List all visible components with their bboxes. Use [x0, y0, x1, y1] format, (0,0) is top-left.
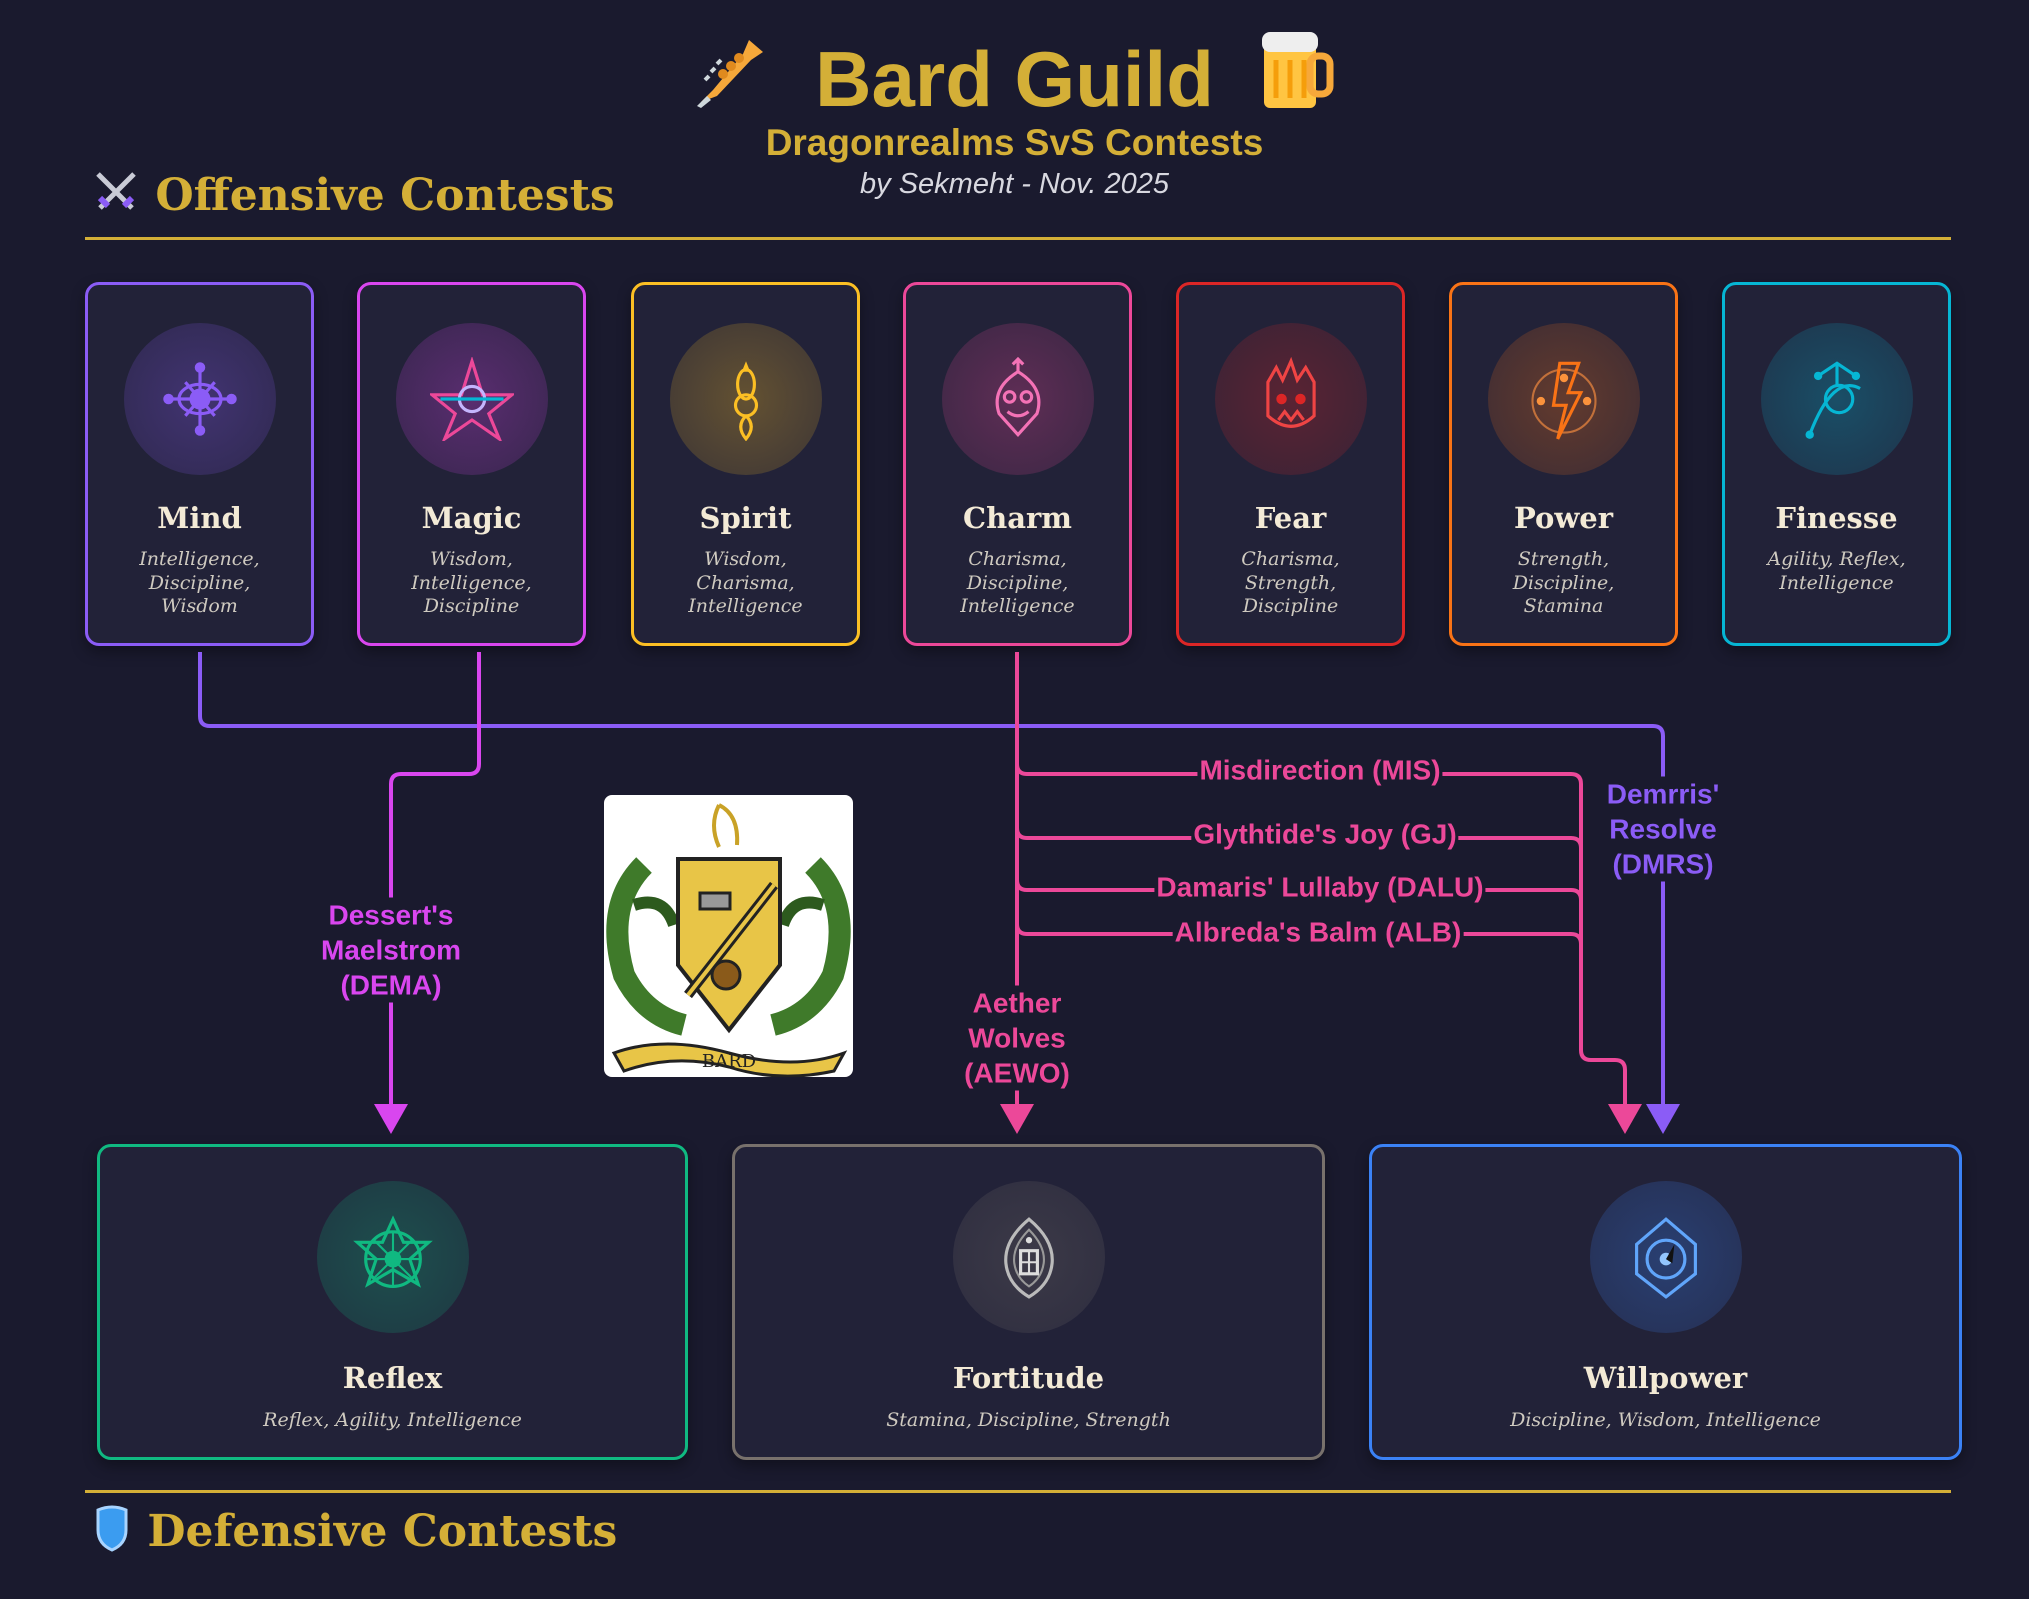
card-attributes: Strength,Discipline,Stamina — [1512, 548, 1615, 617]
charm-branch-mis — [1015, 763, 1627, 1106]
mis-label: Misdirection (MIS) — [1197, 752, 1443, 788]
card-attributes: Discipline, Wisdom, Intelligence — [1510, 1409, 1821, 1431]
gj-label: Glythtide's Joy (GJ) — [1191, 816, 1459, 852]
spirit-flame-icon — [669, 323, 822, 475]
fortitude-shield-icon — [952, 1181, 1105, 1333]
offensive-divider — [85, 237, 1951, 240]
defensive-heading: Defensive Contests — [92, 1504, 617, 1557]
offensive-card-magic[interactable]: Magic Wisdom,Intelligence,Discipline — [357, 282, 586, 646]
magic-to-reflex-line — [389, 652, 481, 1106]
card-title: Power — [1513, 501, 1614, 535]
trumpet-icon — [693, 39, 773, 127]
card-attributes: Charisma,Strength,Discipline — [1241, 548, 1340, 617]
offensive-card-mind[interactable]: Mind Intelligence,Discipline,Wisdom — [85, 282, 314, 646]
arrow-fortitude — [1000, 1104, 1034, 1134]
crossed-swords-icon — [92, 170, 140, 221]
card-title: Charm — [963, 501, 1072, 535]
card-title: Magic — [421, 501, 522, 535]
defensive-card-fortitude[interactable]: Fortitude Stamina, Discipline, Strength — [732, 1144, 1325, 1460]
star-wheel-icon — [316, 1181, 469, 1333]
card-title: Finesse — [1775, 501, 1898, 535]
compass-gem-icon — [1589, 1181, 1742, 1333]
card-attributes: Agility, Reflex,Intelligence — [1767, 548, 1906, 594]
arrow-reflex — [374, 1104, 408, 1134]
beer-mug-icon — [1256, 32, 1336, 129]
dmrs-label: Demrris'Resolve(DMRS) — [1604, 776, 1722, 882]
offensive-card-finesse[interactable]: Finesse Agility, Reflex,Intelligence — [1722, 282, 1951, 646]
defensive-card-willpower[interactable]: Willpower Discipline, Wisdom, Intelligen… — [1369, 1144, 1962, 1460]
offensive-card-spirit[interactable]: Spirit Wisdom,Charisma,Intelligence — [631, 282, 860, 646]
card-title: Spirit — [699, 501, 792, 535]
card-attributes: Stamina, Discipline, Strength — [886, 1409, 1171, 1431]
mind-eye-icon — [123, 323, 276, 475]
card-title: Willpower — [1583, 1361, 1748, 1395]
lightning-icon — [1487, 323, 1640, 475]
card-attributes: Wisdom,Intelligence,Discipline — [411, 548, 532, 617]
card-title: Fear — [1254, 501, 1327, 535]
offensive-card-charm[interactable]: Charm Charisma,Discipline,Intelligence — [903, 282, 1132, 646]
card-attributes: Charisma,Discipline,Intelligence — [960, 548, 1075, 617]
mind-to-willpower-line — [198, 652, 1665, 1106]
bard-crest-image: BARD — [604, 795, 853, 1078]
crest-banner-text: BARD — [702, 1051, 756, 1072]
card-attributes: Wisdom,Charisma,Intelligence — [688, 548, 803, 617]
offensive-card-fear[interactable]: Fear Charisma,Strength,Discipline — [1176, 282, 1405, 646]
subtitle: Dragonrealms SvS Contests — [765, 122, 1264, 163]
card-title: Fortitude — [952, 1361, 1105, 1395]
byline: by Sekmeht - Nov. 2025 — [860, 168, 1169, 200]
offensive-card-power[interactable]: Power Strength,Discipline,Stamina — [1449, 282, 1678, 646]
shield-icon — [92, 1505, 132, 1557]
finesse-figure-icon — [1760, 323, 1913, 475]
card-attributes: Reflex, Agility, Intelligence — [263, 1409, 522, 1431]
card-attributes: Intelligence,Discipline,Wisdom — [139, 548, 260, 617]
smiling-face-icon — [941, 323, 1094, 475]
arrow-willpower-charm — [1608, 1104, 1642, 1134]
defensive-divider — [85, 1490, 1951, 1493]
pentagram-icon — [395, 323, 548, 475]
alb-label: Albreda's Balm (ALB) — [1172, 914, 1464, 950]
card-title: Mind — [157, 501, 242, 535]
card-title: Reflex — [342, 1361, 443, 1395]
defensive-card-reflex[interactable]: Reflex Reflex, Agility, Intelligence — [97, 1144, 688, 1460]
dalu-label: Damaris' Lullaby (DALU) — [1154, 869, 1486, 905]
scared-face-icon — [1214, 323, 1367, 475]
page-title: Bard Guild — [0, 28, 2029, 130]
arrow-willpower-mind — [1646, 1104, 1680, 1134]
offensive-heading: Offensive Contests — [92, 168, 615, 221]
